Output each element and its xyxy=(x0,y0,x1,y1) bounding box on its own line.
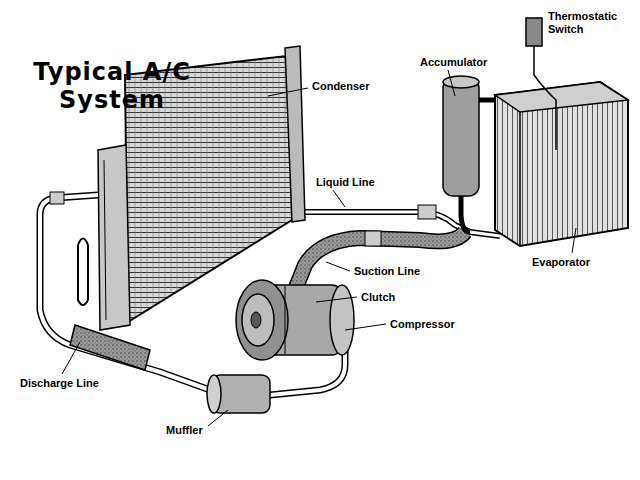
part-label: Muffler xyxy=(166,424,203,437)
part-label: Discharge Line xyxy=(20,377,99,390)
part-label: Accumulator xyxy=(420,56,487,69)
part-label: Suction Line xyxy=(354,265,420,278)
diagram-title: Typical A/C System xyxy=(22,58,202,114)
part-label: Evaporator xyxy=(532,256,590,269)
part-label: Thermostatic Switch xyxy=(548,10,628,36)
part-label: Clutch xyxy=(361,291,395,304)
part-label: Compressor xyxy=(390,318,455,331)
part-label: Condenser xyxy=(312,80,369,93)
part-label: Liquid Line xyxy=(316,176,375,189)
